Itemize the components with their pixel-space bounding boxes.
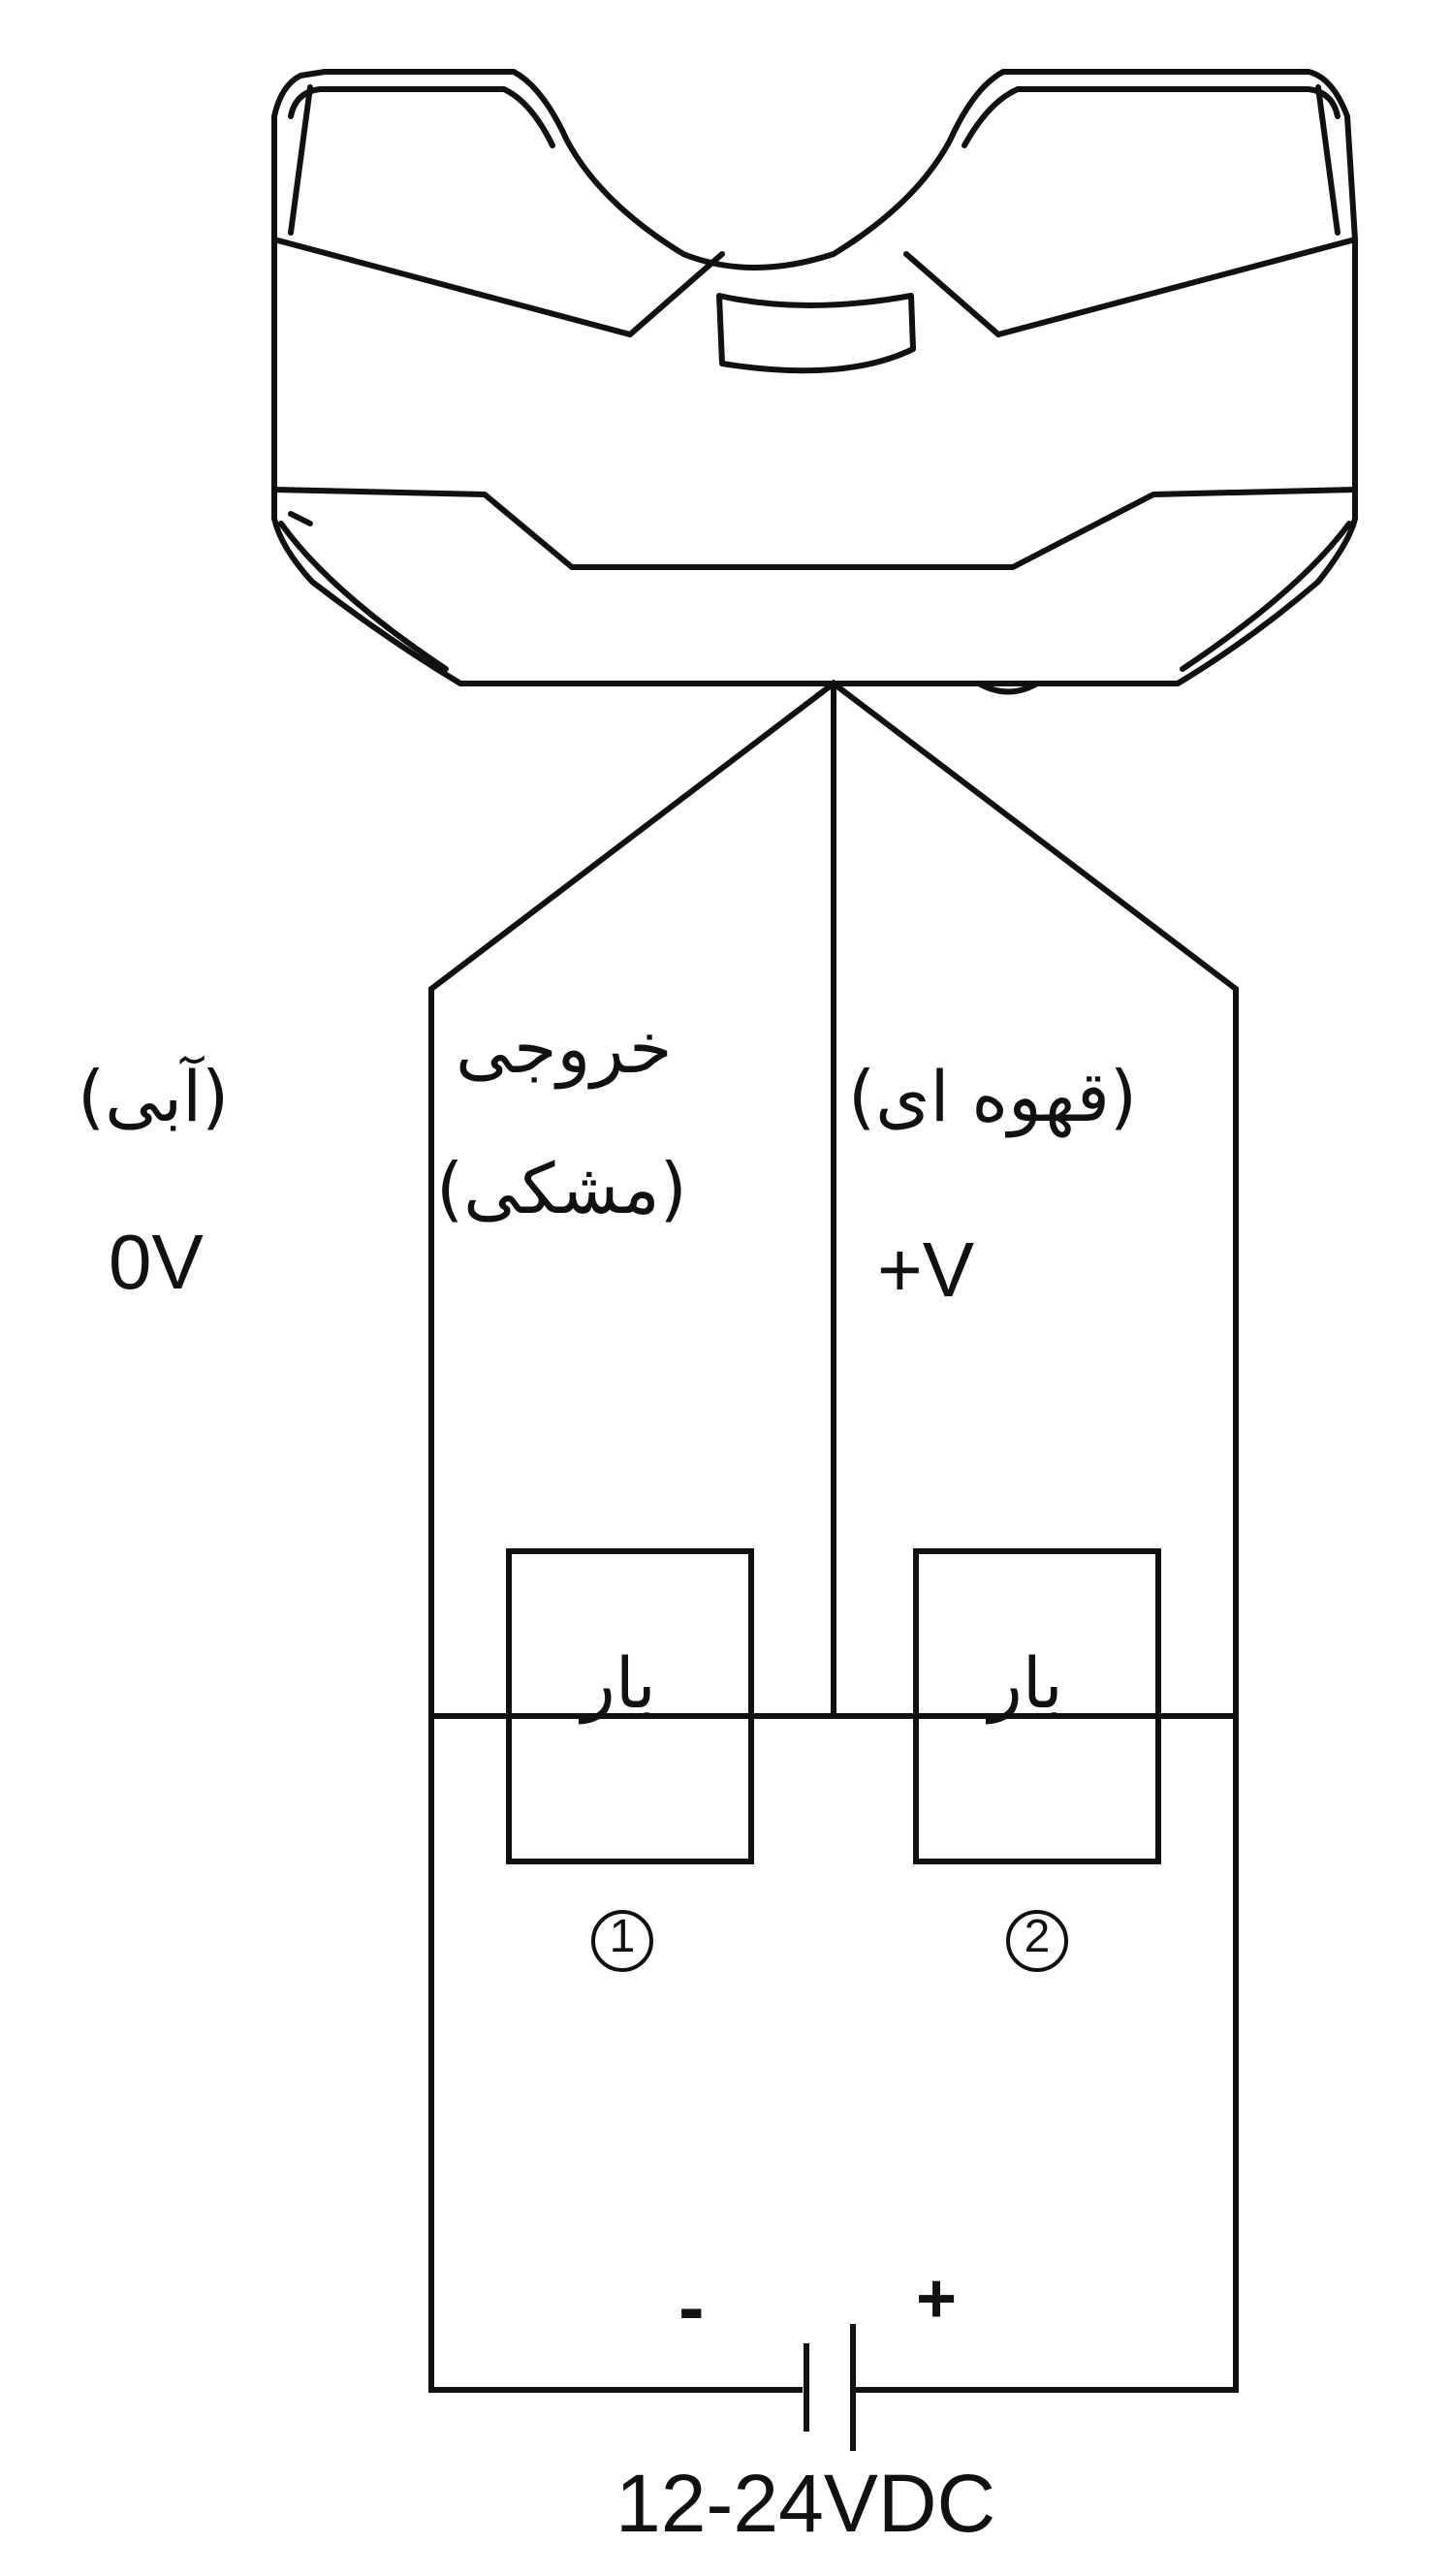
battery-icon bbox=[804, 2324, 856, 2451]
load-number-circle-2 bbox=[1006, 1910, 1068, 1972]
load-2-number: 2 bbox=[1024, 1911, 1051, 1962]
wire-blue bbox=[428, 679, 838, 2393]
load-box-2 bbox=[913, 1548, 1161, 1864]
supply-plus-sign: + bbox=[916, 2260, 958, 2337]
blue-wire-voltage: 0V bbox=[109, 1219, 204, 1305]
brown-wire-color-label: (قهوه ای) bbox=[848, 1056, 1137, 1137]
load-number-circle-1 bbox=[591, 1910, 653, 1972]
black-wire-name: خروجی bbox=[456, 1007, 673, 1089]
brown-wire-voltage: +V bbox=[877, 1226, 975, 1313]
wire-brown bbox=[829, 679, 1239, 2393]
sensing-window bbox=[716, 293, 916, 374]
supply-voltage-rating: 12-24VDC bbox=[615, 2458, 996, 2549]
load-box-1 bbox=[506, 1548, 754, 1864]
wiring bbox=[428, 679, 1239, 2393]
load-2-label: بار bbox=[989, 1642, 1063, 1724]
supply-minus-sign: - bbox=[678, 2264, 705, 2350]
black-wire-color-label: (مشکی) bbox=[436, 1148, 687, 1229]
sensor-housing bbox=[271, 69, 1358, 695]
load-1-label: بار bbox=[582, 1642, 656, 1724]
load-1-number: 1 bbox=[609, 1911, 636, 1962]
sensor-outline bbox=[271, 69, 1358, 686]
blue-wire-color-label: (آبی) bbox=[78, 1056, 230, 1137]
